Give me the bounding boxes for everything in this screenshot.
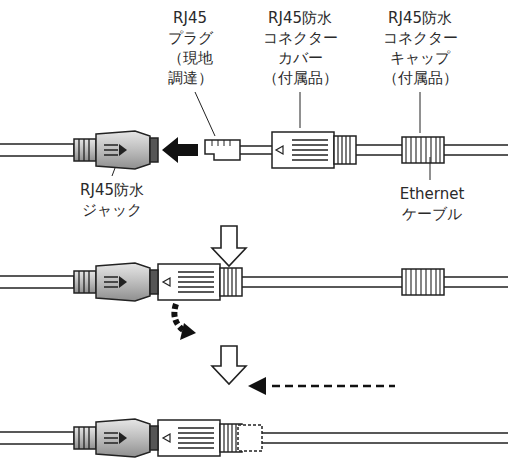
part-label: RJ45防水 ジャック	[70, 180, 154, 220]
part-label: Ethernet ケーブル	[390, 184, 474, 224]
part-label: RJ45防水 コネクター カバー （付属品）	[258, 8, 342, 88]
part-label: RJ45防水 コネクター キャップ （付属品）	[378, 8, 462, 88]
part-label: RJ45 プラグ （現地 調達）	[155, 8, 225, 88]
